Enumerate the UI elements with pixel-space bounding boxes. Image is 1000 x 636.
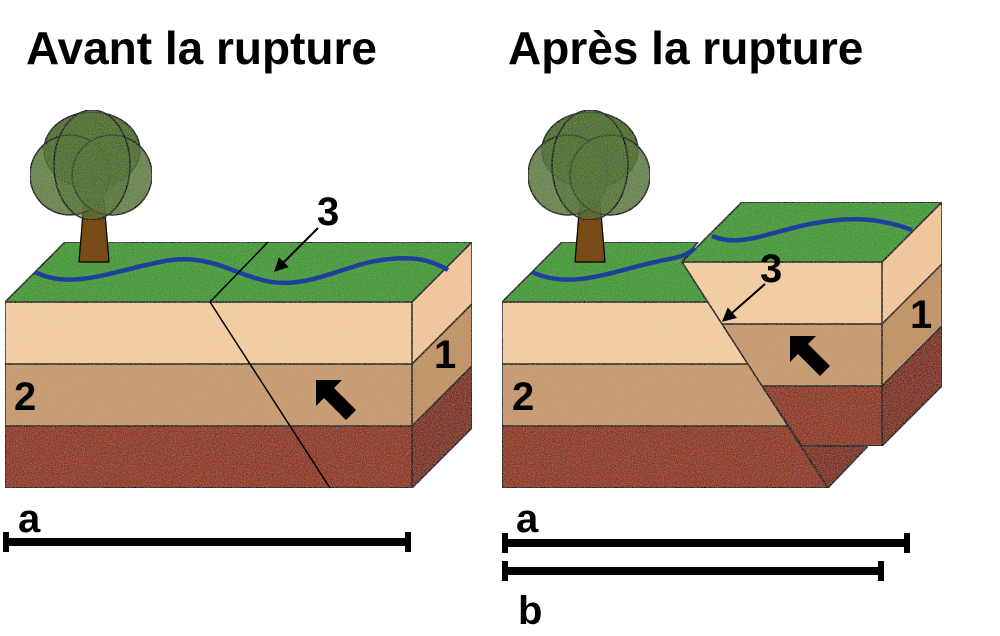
tree: [29, 109, 153, 263]
label-3: 3: [317, 190, 339, 234]
title-before-rupture: Avant la rupture: [26, 22, 378, 74]
river-uplifted: [711, 216, 913, 243]
scale-bar-a: [5, 538, 410, 546]
block-before: 3 1 2 a: [3, 109, 474, 552]
tree-leaves: [551, 109, 629, 221]
fault-line-front: [209, 301, 331, 489]
scale-bar-b: [504, 567, 882, 575]
motion-arrow: [790, 336, 830, 376]
layer-bottom-front: [501, 425, 830, 489]
uplift-grass-top: [680, 201, 944, 263]
tree: [527, 109, 651, 263]
scale-bar-a-cap: [502, 533, 508, 553]
scale-bar-b-cap: [502, 561, 508, 581]
scale-bar-a-cap: [904, 533, 910, 553]
river: [33, 255, 450, 286]
layer-top-front: [4, 301, 413, 365]
label-2: 2: [512, 375, 534, 419]
tree-leaves: [53, 109, 131, 221]
river: [531, 246, 697, 282]
title-after-rupture: Après la rupture: [508, 22, 864, 74]
layer-middle-front: [501, 363, 790, 427]
fault-pointer-arrow: [274, 227, 319, 272]
label-1: 1: [434, 333, 456, 377]
layer-bottom-side: [411, 364, 473, 490]
layer-bottom-front: [4, 425, 413, 489]
block-after: 3 1 2 a b: [500, 109, 944, 633]
label-a: a: [18, 497, 41, 541]
motion-arrow: [316, 380, 356, 420]
label-2: 2: [14, 375, 36, 419]
scale-bar-b-cap: [878, 561, 884, 581]
label-a: a: [516, 497, 539, 541]
fault-pointer-arrow: [721, 283, 766, 322]
label-b: b: [518, 589, 542, 633]
scale-bar-a-cap: [405, 532, 411, 552]
scale-bar-a-cap: [3, 532, 9, 552]
fault-line-top: [209, 241, 269, 303]
label-3: 3: [760, 247, 782, 291]
uplift-layer-bottom-side: [881, 324, 943, 448]
scale-bar-a: [504, 539, 908, 547]
layer-middle-front: [4, 363, 413, 427]
label-1: 1: [910, 293, 932, 337]
layer-top-front: [501, 301, 750, 365]
